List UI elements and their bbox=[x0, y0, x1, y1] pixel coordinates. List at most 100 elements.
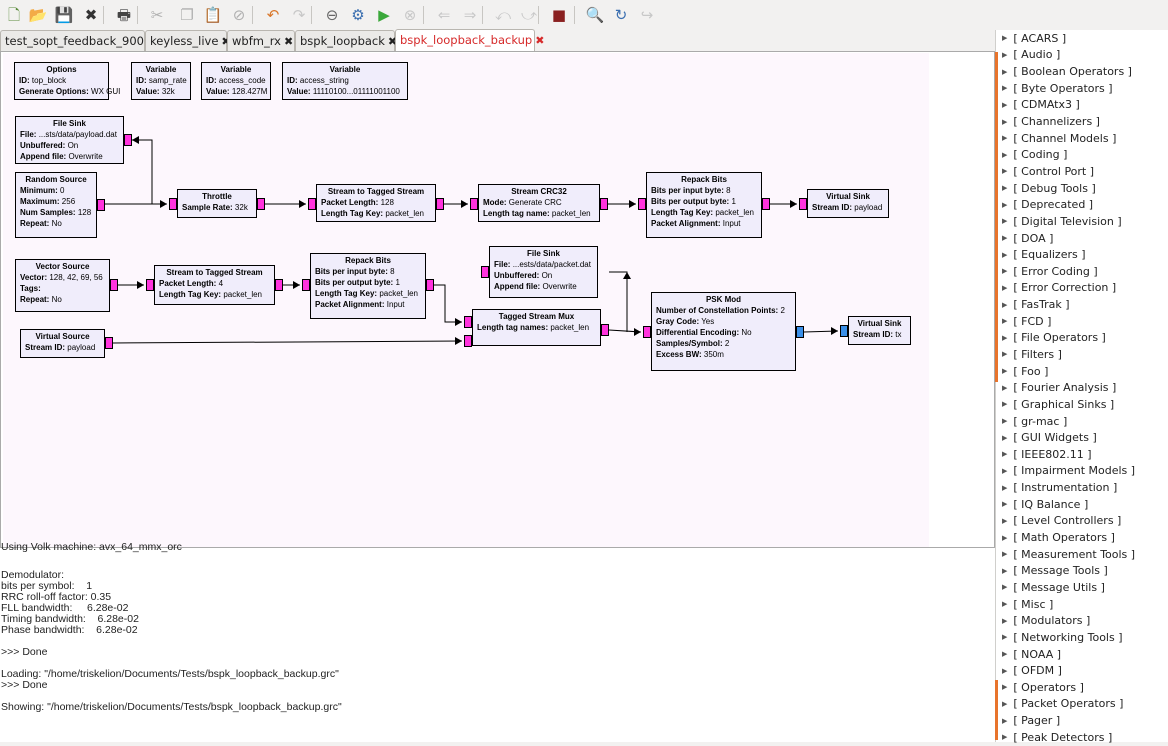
expand-arrow-icon[interactable]: ▶ bbox=[1002, 367, 1008, 376]
library-category[interactable]: ▶[ Message Tools ] bbox=[996, 563, 1168, 580]
port[interactable] bbox=[796, 326, 804, 338]
expand-arrow-icon[interactable]: ▶ bbox=[1002, 716, 1008, 725]
expand-arrow-icon[interactable]: ▶ bbox=[1002, 450, 1008, 459]
bypass-icon[interactable]: ↪ bbox=[640, 5, 654, 24]
expand-arrow-icon[interactable]: ▶ bbox=[1002, 250, 1008, 259]
expand-arrow-icon[interactable]: ▶ bbox=[1002, 67, 1008, 76]
print-icon[interactable]: 🖶 bbox=[116, 5, 132, 24]
library-category[interactable]: ▶[ GUI Widgets ] bbox=[996, 429, 1168, 446]
expand-arrow-icon[interactable]: ▶ bbox=[1002, 217, 1008, 226]
expand-arrow-icon[interactable]: ▶ bbox=[1002, 383, 1008, 392]
forward-arrow-icon[interactable]: ⇒ bbox=[463, 5, 477, 24]
reload-icon[interactable]: ↻ bbox=[614, 5, 628, 24]
expand-arrow-icon[interactable]: ▶ bbox=[1002, 117, 1008, 126]
tab-bspk_loopback[interactable]: bspk_loopback✖ bbox=[295, 30, 398, 51]
rotate-cw-icon[interactable]: ⤻ bbox=[520, 5, 538, 24]
port[interactable] bbox=[302, 279, 310, 291]
library-category[interactable]: ▶[ NOAA ] bbox=[996, 646, 1168, 663]
library-category[interactable]: ▶[ Boolean Operators ] bbox=[996, 63, 1168, 80]
expand-arrow-icon[interactable]: ▶ bbox=[1002, 200, 1008, 209]
expand-arrow-icon[interactable]: ▶ bbox=[1002, 167, 1008, 176]
delete-icon[interactable]: ⊘ bbox=[232, 5, 246, 24]
library-category[interactable]: ▶[ Misc ] bbox=[996, 596, 1168, 613]
copy-icon[interactable]: ❐ bbox=[180, 5, 194, 24]
expand-arrow-icon[interactable]: ▶ bbox=[1002, 184, 1008, 193]
undo-icon[interactable]: ↶ bbox=[266, 5, 280, 24]
library-category[interactable]: ▶[ File Operators ] bbox=[996, 330, 1168, 347]
library-category[interactable]: ▶[ Operators ] bbox=[996, 679, 1168, 696]
redo-icon[interactable]: ↷ bbox=[292, 5, 306, 24]
library-category[interactable]: ▶[ Math Operators ] bbox=[996, 529, 1168, 546]
rotate-ccw-icon[interactable]: ⤺ bbox=[494, 5, 512, 24]
library-category[interactable]: ▶[ Message Utils ] bbox=[996, 579, 1168, 596]
expand-arrow-icon[interactable]: ▶ bbox=[1002, 34, 1008, 43]
expand-arrow-icon[interactable]: ▶ bbox=[1002, 84, 1008, 93]
expand-arrow-icon[interactable]: ▶ bbox=[1002, 600, 1008, 609]
port[interactable] bbox=[799, 198, 807, 210]
expand-arrow-icon[interactable]: ▶ bbox=[1002, 267, 1008, 276]
port[interactable] bbox=[169, 198, 177, 210]
library-category[interactable]: ▶[ Instrumentation ] bbox=[996, 479, 1168, 496]
expand-arrow-icon[interactable]: ▶ bbox=[1002, 566, 1008, 575]
library-category[interactable]: ▶[ Filters ] bbox=[996, 346, 1168, 363]
port[interactable] bbox=[105, 337, 113, 349]
expand-arrow-icon[interactable]: ▶ bbox=[1002, 50, 1008, 59]
open-icon[interactable]: 📂 bbox=[28, 5, 48, 24]
port[interactable] bbox=[436, 198, 444, 210]
library-category[interactable]: ▶[ Modulators ] bbox=[996, 612, 1168, 629]
cut-icon[interactable]: ✂ bbox=[150, 5, 164, 24]
library-category[interactable]: ▶[ Level Controllers ] bbox=[996, 513, 1168, 530]
expand-arrow-icon[interactable]: ▶ bbox=[1002, 150, 1008, 159]
stop-icon[interactable]: ⊗ bbox=[403, 5, 417, 24]
library-category[interactable]: ▶[ Deprecated ] bbox=[996, 196, 1168, 213]
library-category[interactable]: ▶[ Equalizers ] bbox=[996, 246, 1168, 263]
library-category[interactable]: ▶[ Digital Television ] bbox=[996, 213, 1168, 230]
disable-block-icon[interactable]: ⊖ bbox=[325, 5, 339, 24]
save-icon[interactable]: 💾 bbox=[54, 5, 74, 24]
port[interactable] bbox=[470, 198, 478, 210]
library-category[interactable]: ▶[ ACARS ] bbox=[996, 30, 1168, 47]
expand-arrow-icon[interactable]: ▶ bbox=[1002, 500, 1008, 509]
port[interactable] bbox=[308, 198, 316, 210]
expand-arrow-icon[interactable]: ▶ bbox=[1002, 533, 1008, 542]
library-category[interactable]: ▶[ Networking Tools ] bbox=[996, 629, 1168, 646]
tab-keyless_live[interactable]: keyless_live✖ bbox=[145, 30, 231, 51]
expand-arrow-icon[interactable]: ▶ bbox=[1002, 483, 1008, 492]
expand-arrow-icon[interactable]: ▶ bbox=[1002, 466, 1008, 475]
library-category[interactable]: ▶[ Fourier Analysis ] bbox=[996, 379, 1168, 396]
port[interactable] bbox=[464, 335, 472, 347]
expand-arrow-icon[interactable]: ▶ bbox=[1002, 100, 1008, 109]
expand-arrow-icon[interactable]: ▶ bbox=[1002, 616, 1008, 625]
tab-test_sopt_feedback_900[interactable]: test_sopt_feedback_900✖ bbox=[0, 30, 156, 51]
expand-arrow-icon[interactable]: ▶ bbox=[1002, 683, 1008, 692]
close-icon[interactable]: ✖ bbox=[387, 35, 398, 48]
library-category[interactable]: ▶[ Foo ] bbox=[996, 363, 1168, 380]
new-icon[interactable]: 🗋 bbox=[7, 5, 21, 24]
close-icon[interactable]: ✖ bbox=[283, 35, 294, 48]
port[interactable] bbox=[275, 279, 283, 291]
library-category[interactable]: ▶[ CDMAtx3 ] bbox=[996, 97, 1168, 114]
port[interactable] bbox=[257, 198, 265, 210]
expand-arrow-icon[interactable]: ▶ bbox=[1002, 134, 1008, 143]
port[interactable] bbox=[481, 266, 489, 278]
port[interactable] bbox=[638, 198, 646, 210]
library-category[interactable]: ▶[ Impairment Models ] bbox=[996, 463, 1168, 480]
kill-icon[interactable]: ■ bbox=[551, 5, 567, 24]
port[interactable] bbox=[426, 279, 434, 291]
library-category[interactable]: ▶[ Byte Operators ] bbox=[996, 80, 1168, 97]
generate-icon[interactable]: ⚙ bbox=[351, 5, 365, 24]
library-category[interactable]: ▶[ FCD ] bbox=[996, 313, 1168, 330]
library-category[interactable]: ▶[ Coding ] bbox=[996, 146, 1168, 163]
port[interactable] bbox=[601, 324, 609, 336]
port[interactable] bbox=[97, 199, 105, 211]
